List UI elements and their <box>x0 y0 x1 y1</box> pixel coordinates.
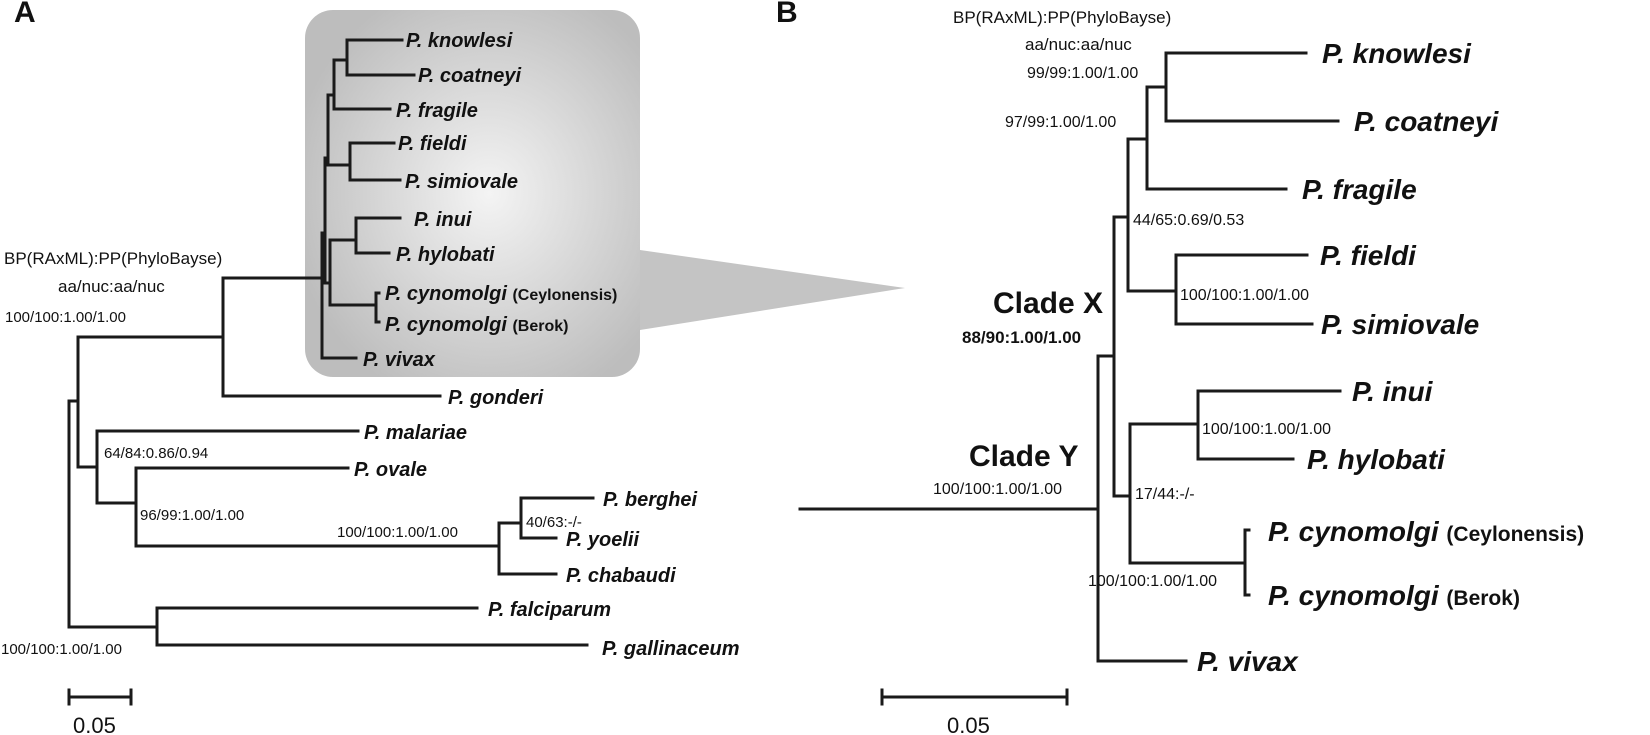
support-kc-fragile: 97/99:1.00/1.00 <box>1005 114 1116 131</box>
support-berghei-yoelii: 40/63:-/- <box>526 514 582 531</box>
taxon-inui-a: P. inui <box>414 209 472 231</box>
taxon-vivax-a: P. vivax <box>363 349 436 371</box>
taxon-falciparum-a: P. falciparum <box>488 599 611 621</box>
support-ih-cynomolgi: 17/44:-/- <box>1135 486 1195 503</box>
support-knowlesi-coatneyi: 99/99:1.00/1.00 <box>1027 65 1138 82</box>
support-rodent: 100/100:1.00/1.00 <box>337 524 458 541</box>
tree-a <box>67 38 595 647</box>
tree-b-taxa: P. knowlesi P. coatneyi P. fragile P. fi… <box>1197 38 1584 677</box>
tree-a-annotations: BP(RAxML):PP(PhyloBayse) aa/nuc:aa/nuc 1… <box>1 249 582 658</box>
taxon-hylobati-b: P. hylobati <box>1307 444 1446 475</box>
panel-a-label: A <box>14 0 36 29</box>
taxon-cynomolgi-berok-a: P. cynomolgi (Berok) <box>385 314 568 336</box>
support-malariae-ovale: 64/84:0.86/0.94 <box>104 445 208 462</box>
taxon-fieldi-b: P. fieldi <box>1320 240 1417 271</box>
support-ovale-rodent: 96/99:1.00/1.00 <box>140 507 244 524</box>
taxon-fragile-a: P. fragile <box>396 100 478 122</box>
clade-y-support: 100/100:1.00/1.00 <box>933 481 1062 498</box>
panel-b-label: B <box>776 0 798 29</box>
taxon-simiovale-b: P. simiovale <box>1321 309 1479 340</box>
taxon-inui-b: P. inui <box>1352 376 1434 407</box>
tree-a-taxa: P. knowlesi P. coatneyi P. fragile P. fi… <box>354 30 739 660</box>
taxon-chabaudi-a: P. chabaudi <box>566 565 676 587</box>
scale-label-a: 0.05 <box>73 713 116 735</box>
taxon-malariae-a: P. malariae <box>364 422 467 444</box>
support-fieldi-simiovale: 100/100:1.00/1.00 <box>1180 287 1309 304</box>
header-b-line1: BP(RAxML):PP(PhyloBayse) <box>953 8 1171 27</box>
taxon-coatneyi-b: P. coatneyi <box>1354 106 1499 137</box>
support-kcf-fs: 44/65:0.69/0.53 <box>1133 212 1244 229</box>
taxon-cynomolgi-ceylonensis-b: P. cynomolgi (Ceylonensis) <box>1268 516 1584 547</box>
clade-x-support: 88/90:1.00/1.00 <box>962 328 1081 347</box>
taxon-yoelii-a: P. yoelii <box>566 529 639 551</box>
clade-x-label: Clade X <box>993 287 1103 320</box>
taxon-fragile-b: P. fragile <box>1302 174 1417 205</box>
taxon-simiovale-a: P. simiovale <box>405 171 518 193</box>
scale-bar-a: 0.05 <box>67 688 133 735</box>
tree-b <box>798 51 1342 663</box>
support-root-a: 100/100:1.00/1.00 <box>1 641 122 658</box>
header-a-line2: aa/nuc:aa/nuc <box>58 277 165 296</box>
taxon-gonderi-a: P. gonderi <box>448 387 544 409</box>
zoom-highlight-box <box>305 10 640 377</box>
taxon-knowlesi-b: P. knowlesi <box>1322 38 1472 69</box>
taxon-cynomolgi-berok-b: P. cynomolgi (Berok) <box>1268 580 1520 611</box>
header-a-line1: BP(RAxML):PP(PhyloBayse) <box>4 249 222 268</box>
scale-label-b: 0.05 <box>947 713 990 735</box>
taxon-hylobati-a: P. hylobati <box>396 244 495 266</box>
taxon-knowlesi-a: P. knowlesi <box>406 30 513 52</box>
scale-bar-b: 0.05 <box>880 688 1069 735</box>
taxon-vivax-b: P. vivax <box>1197 646 1299 677</box>
taxon-berghei-a: P. berghei <box>603 489 698 511</box>
taxon-fieldi-a: P. fieldi <box>398 133 467 155</box>
taxon-coatneyi-a: P. coatneyi <box>418 65 521 87</box>
support-primate-clade: 100/100:1.00/1.00 <box>5 309 126 326</box>
support-cynomolgi-strains: 100/100:1.00/1.00 <box>1088 573 1217 590</box>
support-inui-hylobati: 100/100:1.00/1.00 <box>1202 421 1331 438</box>
taxon-cynomolgi-ceylonensis-a: P. cynomolgi (Ceylonensis) <box>385 283 617 305</box>
tree-b-annotations: BP(RAxML):PP(PhyloBayse) aa/nuc:aa/nuc 9… <box>933 8 1331 590</box>
header-b-line2: aa/nuc:aa/nuc <box>1025 35 1132 54</box>
zoom-callout-wedge <box>640 250 905 330</box>
clade-y-label: Clade Y <box>969 440 1079 473</box>
taxon-ovale-a: P. ovale <box>354 459 427 481</box>
taxon-gallinaceum-a: P. gallinaceum <box>602 638 739 660</box>
